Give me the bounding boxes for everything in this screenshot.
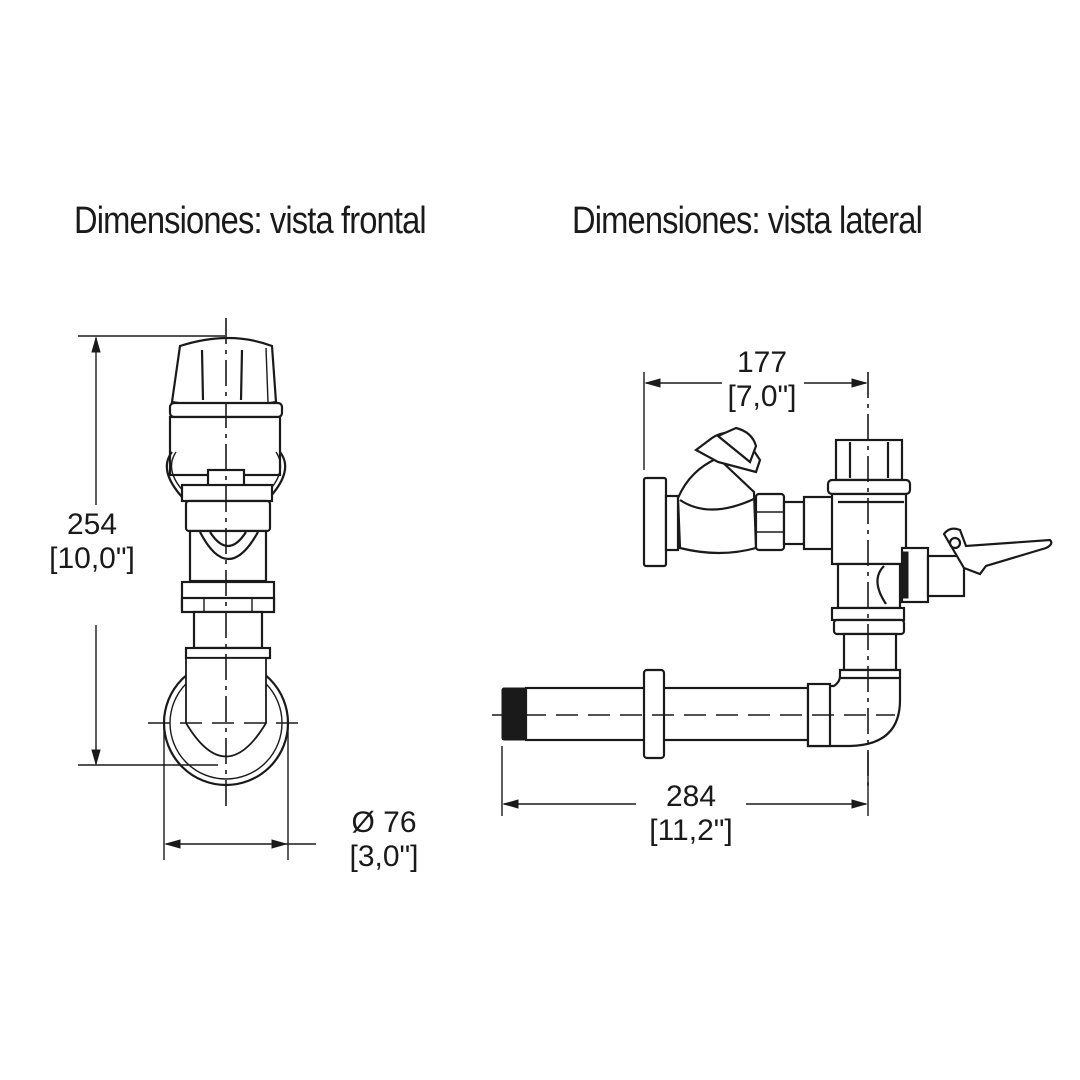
cap-hex <box>170 336 278 409</box>
front-view-title: Dimensiones: vista frontal <box>74 200 427 242</box>
arrow-right-icon <box>851 799 868 809</box>
diameter-inch: [3,0"] <box>349 840 419 873</box>
horizontal-pipe <box>524 686 810 742</box>
valve-cap <box>834 438 904 482</box>
arrow-left-icon <box>644 378 661 388</box>
arrow-left-icon <box>502 799 519 809</box>
valve-body <box>830 492 908 566</box>
top-width-mm: 177 <box>736 346 788 379</box>
height-inch: [10,0"] <box>49 542 135 575</box>
top-width-inch: [7,0"] <box>727 380 797 413</box>
bottom-length-mm: 284 <box>665 780 717 813</box>
escutcheon <box>642 668 666 760</box>
height-dimension-label: 254 [10,0"] <box>40 508 144 576</box>
diameter-dimension-label: Ø 76 [3,0"] <box>336 806 432 874</box>
front-view-drawing <box>78 318 316 860</box>
arrow-left-icon <box>164 839 181 849</box>
bottom-length-inch: [11,2"] <box>649 814 733 847</box>
bottom-length-dimension-label: 284 [11,2"] <box>636 780 746 848</box>
side-view-title: Dimensiones: vista lateral <box>572 200 923 242</box>
diameter-mm: Ø 76 <box>351 806 417 839</box>
arrow-down-icon <box>91 749 101 766</box>
arrow-up-icon <box>91 336 101 353</box>
side-view-drawing <box>492 372 1053 816</box>
threaded-end <box>501 687 527 741</box>
height-mm: 254 <box>66 508 118 541</box>
flush-handle <box>942 527 1053 576</box>
arrow-right-icon <box>851 378 868 388</box>
wall-flange <box>642 476 668 568</box>
top-width-dimension-label: 177 [7,0"] <box>712 346 812 414</box>
arrow-right-icon <box>271 839 288 849</box>
